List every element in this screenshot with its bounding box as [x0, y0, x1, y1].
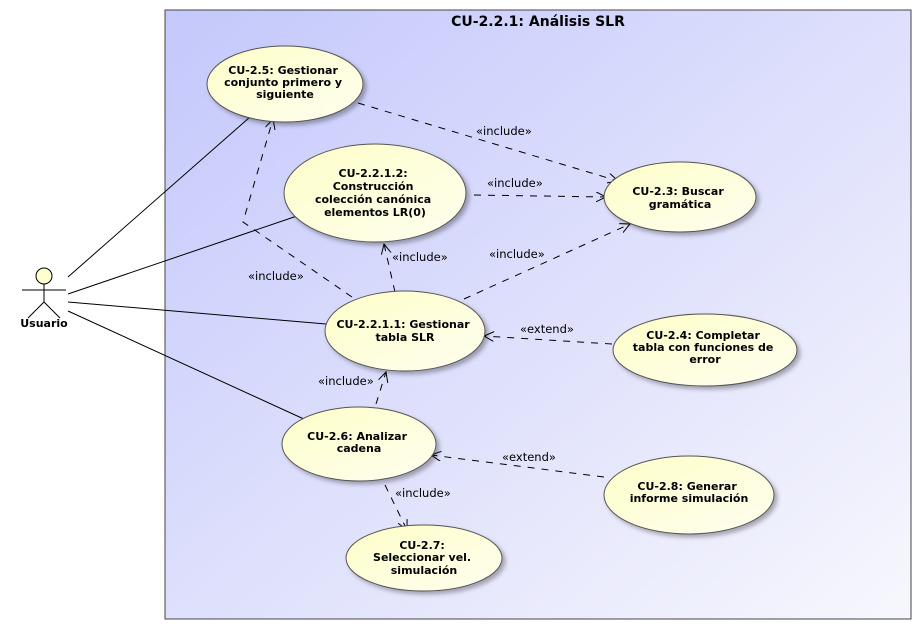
- use-case-cu26-line-1: CU-2.6: Analizar: [307, 430, 407, 443]
- use-case-cu24-line-2: tabla con funciones de: [633, 341, 774, 354]
- use-case-cu23-line-2: gramática: [649, 198, 712, 211]
- include-label-cu2212-cu23: «include»: [487, 176, 543, 190]
- use-case-cu27[interactable]: CU-2.7: Seleccionar vel. simulación: [345, 524, 503, 592]
- actor-label: Usuario: [20, 317, 68, 330]
- svg-text:CU-2.4: Completar tabla: CU-2.4: Completar tabla con funciones de…: [633, 329, 777, 366]
- use-case-cu24[interactable]: CU-2.4: Completar tabla con funciones de…: [612, 313, 798, 387]
- include-cu26-cu2211: [375, 372, 386, 405]
- include-cu25-cu23: [357, 102, 618, 181]
- use-case-cu28-line-2: informe simulación: [630, 492, 749, 505]
- actor-usuario[interactable]: Usuario: [20, 267, 68, 330]
- include-label-cu2211-cu25: «include»: [248, 269, 304, 283]
- use-case-cu2212-line-4: elementos LR(0): [324, 206, 426, 219]
- use-case-cu23[interactable]: CU-2.3: Buscar gramática: [603, 161, 757, 233]
- use-case-cu24-line-1: CU-2.4: Completar: [646, 329, 760, 342]
- include-label-cu25-cu23: «include»: [476, 124, 532, 138]
- include-label-cu2211-cu2212: «include»: [392, 250, 448, 264]
- stick-figure-actor-icon: [22, 267, 66, 319]
- use-case-cu2212-line-3: colección canónica: [315, 193, 431, 206]
- svg-text:CU-2.7: Seleccionar vel.: CU-2.7: Seleccionar vel. simulación: [373, 539, 475, 577]
- assoc-actor-cu26: [67, 310, 307, 421]
- assoc-actor-cu2211: [67, 301, 327, 325]
- extend-label-cu24-cu2211: «extend»: [520, 322, 574, 336]
- assoc-actor-cu2212: [67, 215, 298, 295]
- svg-text:CU-2.2.1.2: Construcción: CU-2.2.1.2: Construcción colección canón…: [315, 167, 435, 219]
- svg-text:CU-2.2.1.1: Gestionar ta: CU-2.2.1.1: Gestionar tabla SLR: [336, 318, 473, 344]
- include-label-cu2211-cu23: «include»: [489, 247, 545, 261]
- use-case-cu27-line-2: Seleccionar vel.: [373, 551, 471, 564]
- svg-text:CU-2.8: Generar informe: CU-2.8: Generar informe simulación: [630, 480, 749, 505]
- include-cu2211-cu25: [242, 119, 353, 298]
- use-case-cu27-line-3: simulación: [391, 564, 457, 577]
- use-case-cu2212-line-1: CU-2.2.1.2:: [339, 167, 408, 180]
- use-case-cu2211[interactable]: CU-2.2.1.1: Gestionar tabla SLR: [324, 290, 486, 372]
- svg-text:CU-2.3: Buscar gramática: CU-2.3: Buscar gramática: [632, 185, 727, 211]
- use-case-cu2212[interactable]: CU-2.2.1.2: Construcción colección canón…: [283, 143, 467, 243]
- extend-label-cu28-cu26: «extend»: [502, 450, 556, 464]
- use-case-cu25-line-1: CU-2.5: Gestionar: [228, 64, 338, 77]
- boundary-title: CU-2.2.1: Análisis SLR: [451, 14, 625, 30]
- use-case-cu2212-line-2: Construcción: [333, 180, 414, 193]
- use-case-cu28[interactable]: CU-2.8: Generar informe simulación: [603, 455, 775, 535]
- use-case-cu25[interactable]: CU-2.5: Gestionar conjunto primero y sig…: [206, 45, 364, 123]
- relationships: «include» «include» «include» «include» …: [242, 102, 630, 530]
- use-case-cu26-line-2: cadena: [337, 442, 382, 455]
- use-case-cu25-line-3: siguiente: [256, 88, 314, 101]
- use-case-cu25-line-2: conjunto primero y: [224, 76, 342, 89]
- use-case-cu23-line-1: CU-2.3: Buscar: [632, 185, 724, 198]
- use-case-cu2211-line-2: tabla SLR: [376, 331, 436, 344]
- use-case-cu24-line-3: error: [689, 353, 721, 366]
- include-label-cu26-cu2211: «include»: [318, 374, 374, 388]
- assoc-actor-cu25: [67, 116, 251, 278]
- use-case-cu28-line-1: CU-2.8: Generar: [637, 480, 737, 493]
- svg-text:CU-2.5: Gestionar conjun: CU-2.5: Gestionar conjunto primero y sig…: [224, 64, 346, 101]
- use-case-cu26[interactable]: CU-2.6: Analizar cadena: [281, 406, 437, 482]
- include-label-cu26-cu27: «include»: [395, 486, 451, 500]
- use-case-cu2211-line-1: CU-2.2.1.1: Gestionar: [336, 318, 470, 331]
- include-cu2211-cu23: [463, 224, 630, 300]
- extend-cu28-cu26: [431, 455, 605, 478]
- use-case-cu27-line-1: CU-2.7:: [399, 539, 444, 552]
- svg-text:CU-2.6: Analizar cadena: CU-2.6: Analizar cadena: [307, 430, 411, 455]
- actor-associations: [67, 116, 327, 421]
